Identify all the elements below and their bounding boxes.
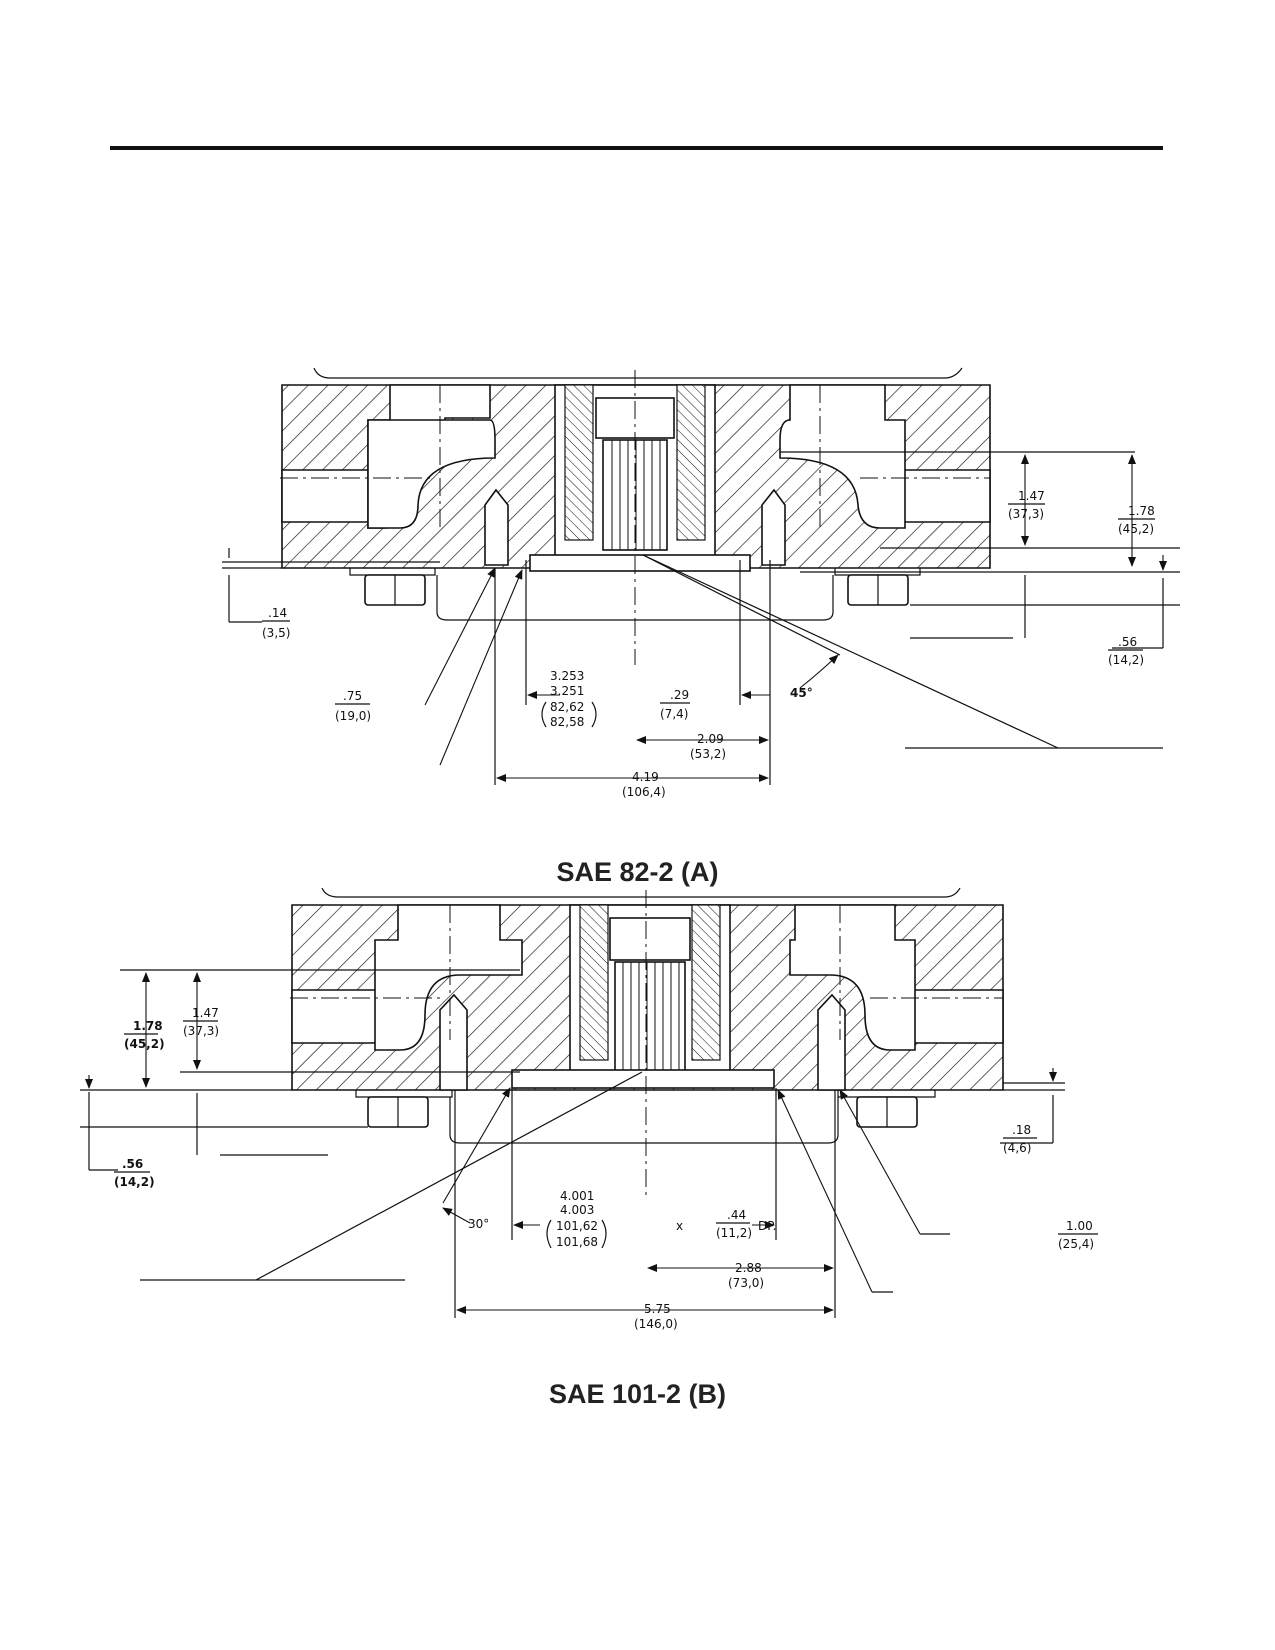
view-a-dimension-lines (222, 451, 1180, 785)
dim-b-018: .18 (1012, 1123, 1031, 1137)
caption-view-b: SAE 101-2 (B) (548, 1379, 727, 1409)
dim-a-147: 1.47 (1018, 489, 1045, 503)
dim-a-178-mm: (45,2) (1118, 522, 1154, 536)
dim-a-209-mm: (53,2) (690, 747, 726, 761)
dim-a-209: 2.09 (697, 732, 724, 746)
dim-b-100: 1.00 (1066, 1219, 1093, 1233)
dim-a-056-mm: (14,2) (1108, 653, 1144, 667)
dim-a-419-mm: (106,4) (622, 785, 666, 799)
dim-b-thread-x: x (676, 1219, 683, 1233)
dim-b-angle: 30° (468, 1217, 489, 1231)
dim-b-044-mm: (11,2) (716, 1226, 752, 1240)
view-b-dimension-lines (80, 969, 1065, 1318)
dim-b-575: 5.75 (644, 1302, 671, 1316)
dim-a-029: .29 (670, 688, 689, 702)
dim-a-8258: 82,58 (550, 715, 584, 729)
dim-b-4003: 4.003 (560, 1203, 594, 1217)
dim-b-10168: 101,68 (556, 1235, 598, 1249)
dim-a-angle: 45° (790, 686, 813, 700)
view-b-dimension-labels: 1.78 (45,2) 1.47 (37,3) .56 (14,2) 30° 4… (114, 1006, 1098, 1331)
dim-b-018-mm: (4,6) (1003, 1141, 1031, 1155)
dim-a-075-mm: (19,0) (335, 709, 371, 723)
dim-b-10162: 101,62 (556, 1219, 598, 1233)
dim-b-thread-dp: DP. (758, 1219, 776, 1233)
dim-b-044: .44 (727, 1208, 746, 1222)
dim-b-178: 1.78 (133, 1019, 163, 1033)
dim-a-147-mm: (37,3) (1008, 507, 1044, 521)
dim-b-100-mm: (25,4) (1058, 1237, 1094, 1251)
dim-a-029-mm: (7,4) (660, 707, 688, 721)
dim-b-056-mm: (14,2) (114, 1175, 155, 1189)
dim-b-575-mm: (146,0) (634, 1317, 678, 1331)
dim-a-056: .56 (1118, 635, 1137, 649)
dim-a-075: .75 (343, 689, 362, 703)
view-b-section (290, 887, 1004, 1195)
dim-b-147-mm: (37,3) (183, 1024, 219, 1038)
dim-a-014-mm: (3,5) (262, 626, 290, 640)
dim-a-014: .14 (268, 606, 287, 620)
dim-b-178-mm: (45,2) (124, 1037, 165, 1051)
dim-b-056: .56 (122, 1157, 143, 1171)
dim-a-3253: 3.253 (550, 669, 584, 683)
dim-b-147: 1.47 (192, 1006, 219, 1020)
dim-b-4001: 4.001 (560, 1189, 594, 1203)
dim-b-288: 2.88 (735, 1261, 762, 1275)
dim-a-3251: 3.251 (550, 684, 584, 698)
dim-a-8262: 82,62 (550, 700, 584, 714)
caption-view-a: SAE 82-2 (A) (556, 857, 719, 887)
dim-b-288-mm: (73,0) (728, 1276, 764, 1290)
view-a-dimension-labels: .14 (3,5) .75 (19,0) 3.253 3.251 82,62 8… (262, 489, 1155, 799)
dim-a-178: 1.78 (1128, 504, 1155, 518)
dim-a-419: 4.19 (632, 770, 659, 784)
view-a-section (280, 367, 991, 665)
